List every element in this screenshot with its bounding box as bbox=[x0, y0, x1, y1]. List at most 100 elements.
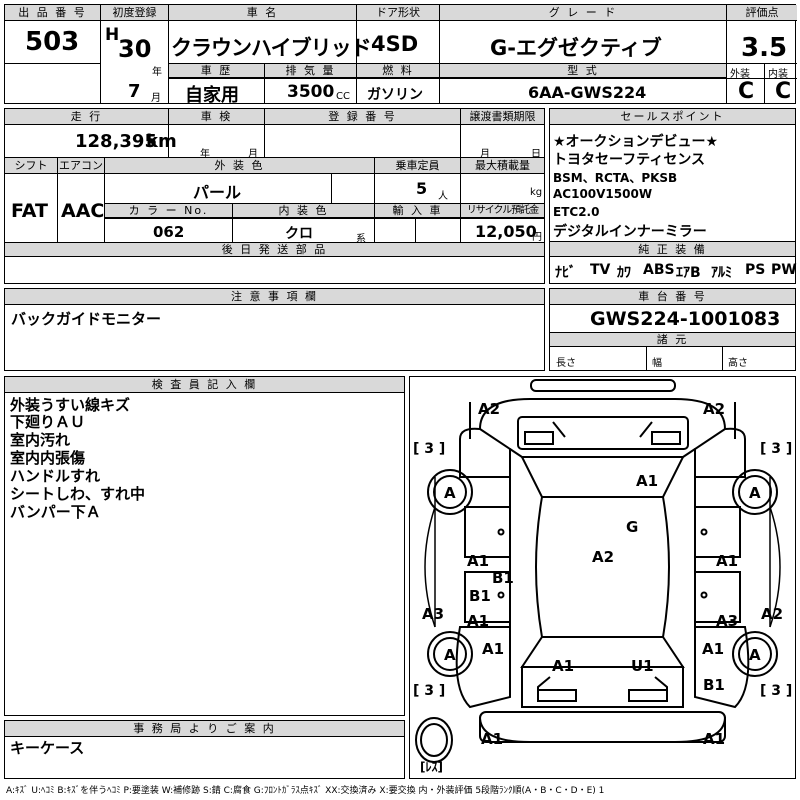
later-parts-label: 後 日 発 送 部 品 bbox=[5, 243, 544, 257]
history-value: 自家用 bbox=[185, 85, 239, 106]
grade-label: グ レ ー ド bbox=[440, 5, 726, 21]
year-unit: 年 bbox=[152, 67, 162, 78]
eval-score: 3.5 bbox=[741, 33, 788, 63]
reg-year: 30 bbox=[118, 35, 152, 63]
reg-month: 7 bbox=[128, 81, 141, 102]
inspector-line: 室内内張傷 bbox=[10, 449, 86, 467]
header-section: 出 品 番 号 503 初度登録 H 30 年 7 月 車 名 クラウンハイブリ… bbox=[4, 4, 797, 106]
damage-code: A1 bbox=[467, 552, 490, 570]
first-reg-label: 初度登録 bbox=[101, 5, 168, 21]
equipment-label: 純 正 装 備 bbox=[550, 242, 795, 257]
recycle-label: リサイクル預託金 bbox=[461, 204, 544, 218]
damage-code: A1 bbox=[636, 472, 659, 490]
damage-code: G bbox=[626, 518, 639, 536]
equip-nav: ﾅﾋﾞ bbox=[555, 265, 576, 281]
dims-label: 諸 元 bbox=[550, 333, 795, 347]
inspector-line: 室内汚れ bbox=[10, 431, 71, 449]
damage-code: A2 bbox=[703, 400, 726, 418]
equip-tv: TV bbox=[590, 262, 611, 278]
chassis-label: 車 台 番 号 bbox=[550, 289, 795, 305]
inspector-line: 下廻りＡＵ bbox=[10, 413, 86, 431]
damage-code: A3 bbox=[422, 605, 445, 623]
damage-code: A2 bbox=[592, 548, 615, 566]
reg-number-label: 登 録 番 号 bbox=[265, 109, 460, 125]
sales-points-label: セールスポイント bbox=[550, 109, 795, 125]
car-diagram bbox=[415, 379, 781, 763]
history-label: 車 歴 bbox=[169, 64, 264, 78]
int-eval-label: 内装 bbox=[768, 69, 788, 80]
damage-code: A1 bbox=[482, 640, 505, 658]
capacity-unit: 人 bbox=[438, 191, 448, 202]
caution-text: バックガイドモニター bbox=[11, 310, 162, 328]
fuel-value: ガソリン bbox=[367, 87, 423, 103]
capacity-value: 5 bbox=[416, 179, 428, 198]
sales-line: トヨタセーフティセンス bbox=[553, 152, 706, 168]
caution-section: 注 意 事 項 欄 バックガイドモニター bbox=[4, 288, 545, 371]
ext-color-value: パール bbox=[193, 183, 242, 202]
chassis-section: 車 台 番 号 GWS224-1001083 諸 元 長さ 幅 高さ bbox=[549, 288, 796, 371]
transfer-month-unit: 月 bbox=[480, 149, 490, 160]
equip-abs: ABS bbox=[643, 262, 675, 278]
damage-code: A2 bbox=[478, 400, 501, 418]
equip-ps: PS bbox=[745, 262, 766, 278]
tire-mark-rr: [ 3 ] bbox=[760, 683, 793, 699]
int-color-label: 内 装 色 bbox=[233, 204, 374, 218]
damage-code: A1 bbox=[716, 552, 739, 570]
inspector-line: シートしわ、すれ中 bbox=[10, 485, 146, 503]
spec-section: 走 行 車 検 登 録 番 号 譲渡書類期限 128,395 km 年 月 月 … bbox=[4, 108, 545, 284]
int-color-unit: 系 bbox=[356, 234, 366, 245]
shift-label: シフト bbox=[5, 158, 57, 174]
sales-line: ★オークションデビュー★ bbox=[553, 134, 719, 150]
damage-code: A1 bbox=[703, 730, 726, 748]
car-diagram-section: [ 3 ] [ 3 ] [ 3 ] [ 3 ] A A A A [ﾚｽ] A2 … bbox=[409, 376, 796, 779]
tire-grade-rl: A bbox=[444, 646, 456, 664]
int-eval-value: C bbox=[775, 79, 792, 104]
chassis-number: GWS224-1001083 bbox=[590, 308, 781, 330]
transfer-label: 譲渡書類期限 bbox=[461, 109, 544, 125]
grade-value: G-エグゼクティブ bbox=[490, 36, 662, 60]
car-name: クラウンハイブリッド bbox=[171, 36, 372, 60]
office-label: 事 務 局 よ り ご 案 内 bbox=[5, 721, 404, 737]
lot-number: 503 bbox=[25, 27, 80, 57]
fuel-label: 燃 料 bbox=[357, 64, 439, 78]
damage-code: A1 bbox=[481, 730, 504, 748]
tire-mark-rl: [ 3 ] bbox=[413, 683, 446, 699]
displacement-label: 排 気 量 bbox=[265, 64, 356, 78]
damage-code: A2 bbox=[761, 605, 784, 623]
damage-code: A1 bbox=[552, 657, 575, 675]
era: H bbox=[105, 25, 120, 45]
tire-grade-rr: A bbox=[749, 646, 761, 664]
ac-value: AAC bbox=[61, 200, 105, 222]
caution-label: 注 意 事 項 欄 bbox=[5, 289, 544, 305]
capacity-label: 乗車定員 bbox=[375, 158, 460, 174]
tire-mark-fl: [ 3 ] bbox=[413, 441, 446, 457]
lot-label: 出 品 番 号 bbox=[5, 5, 100, 21]
equip-alloy: ｱﾙﾐ bbox=[711, 265, 732, 281]
recycle-value: 12,050 bbox=[475, 222, 537, 241]
spare-label: [ﾚｽ] bbox=[420, 760, 443, 774]
tire-grade-fl: A bbox=[444, 484, 456, 502]
tire-grade-fr: A bbox=[749, 484, 761, 502]
displacement-unit: CC bbox=[336, 91, 350, 102]
transfer-day-unit: 日 bbox=[531, 149, 541, 160]
sales-line: AC100V1500W bbox=[553, 187, 653, 201]
car-name-label: 車 名 bbox=[169, 5, 356, 21]
int-color-value: クロ bbox=[285, 226, 313, 242]
model-code: 6AA-GWS224 bbox=[528, 83, 647, 102]
damage-code: A1 bbox=[702, 640, 725, 658]
eval-label: 評価点 bbox=[727, 5, 797, 21]
inspector-section: 検 査 員 記 入 欄 外装うすい線キズ 下廻りＡＵ 室内汚れ 室内内張傷 ハン… bbox=[4, 376, 405, 716]
office-section: 事 務 局 よ り ご 案 内 キーケース bbox=[4, 720, 405, 779]
color-no-value: 062 bbox=[153, 223, 185, 241]
inspector-line: バンパー下Ａ bbox=[10, 503, 101, 521]
damage-code: B1 bbox=[469, 587, 491, 605]
insp-month-unit: 月 bbox=[248, 149, 258, 160]
sales-line: ETC2.0 bbox=[553, 205, 600, 219]
sales-line: BSM、RCTA、PKSB bbox=[553, 171, 678, 185]
width-label: 幅 bbox=[652, 358, 662, 369]
max-load-label: 最大積載量 bbox=[461, 158, 544, 174]
inspector-line: ハンドルすれ bbox=[10, 467, 101, 485]
length-label: 長さ bbox=[556, 358, 576, 369]
model-label: 型 式 bbox=[440, 64, 726, 78]
damage-code: A3 bbox=[716, 612, 739, 630]
